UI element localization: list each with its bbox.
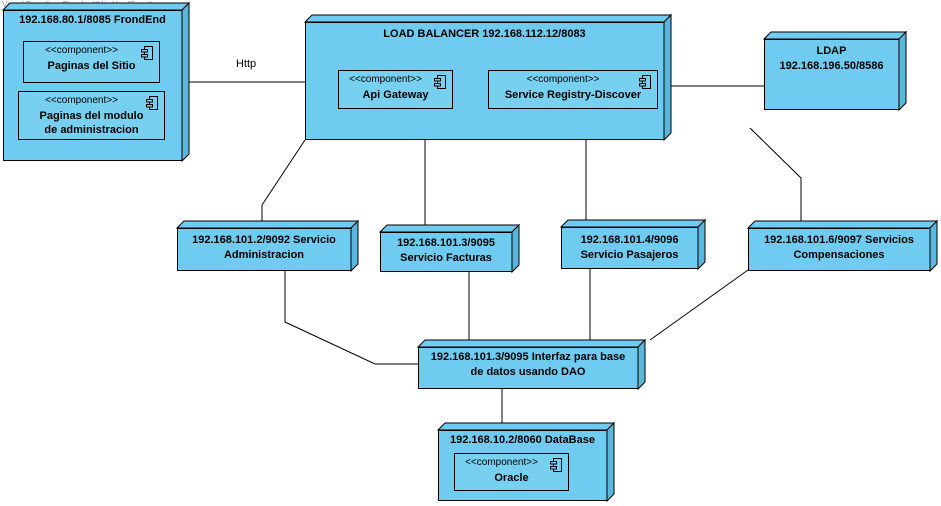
component-name: Service Registry-Discover — [504, 89, 642, 101]
node-box-shape — [175, 219, 360, 273]
node-box-top — [175, 220, 360, 229]
node-ldap-title: LDAP 192.168.196.50/8586 — [779, 45, 884, 72]
node-box-side — [606, 421, 615, 503]
component-oracle[interactable]: <<component>> Oracle — [454, 453, 569, 491]
component-symbol-icon — [146, 96, 158, 110]
component-icon — [550, 458, 562, 477]
component-name: Paginas del modulo de administracion — [39, 110, 144, 136]
component-stereotype: <<component>> — [349, 74, 422, 85]
node-frontend-title: 192.168.80.1/8085 FrondEnd — [19, 14, 166, 26]
node-admin[interactable]: 192.168.101.2/9092 Servicio Administraci… — [175, 219, 360, 273]
node-dao-title: 192.168.101.3/9095 Interfaz para base de… — [430, 351, 626, 378]
edge-loadbalancer-compensaciones — [749, 127, 802, 221]
node-box-side — [637, 338, 646, 391]
edge-admin-dao — [284, 270, 418, 365]
node-frontend[interactable]: 192.168.80.1/8085 FrondEnd <<component>>… — [1, 1, 191, 163]
node-box-shape — [378, 223, 521, 274]
node-box-side — [697, 218, 706, 271]
component-service-registry[interactable]: <<component>> Service Registry-Discover — [488, 70, 658, 109]
component-icon — [639, 75, 651, 94]
component-symbol-icon — [434, 75, 446, 89]
component-name: Paginas del Sitio — [47, 60, 136, 72]
component-icon — [146, 96, 158, 115]
node-box-front — [561, 227, 699, 269]
component-api-gateway[interactable]: <<component>> Api Gateway — [338, 70, 453, 109]
node-box-side — [181, 1, 190, 163]
node-pasajeros-title: 192.168.101.4/9096 Servicio Pasajeros — [580, 234, 679, 261]
edge-loadbalancer-admin — [261, 139, 306, 221]
node-box-front — [748, 228, 931, 271]
node-loadbalancer[interactable]: LOAD BALANCER 192.168.112.12/8083 <<comp… — [303, 13, 673, 142]
node-facturas[interactable]: 192.168.101.3/9095 Servicio Facturas — [378, 223, 521, 274]
component-paginas-sitio[interactable]: <<component>> Paginas del Sitio — [23, 41, 160, 83]
component-stereotype: <<component>> — [465, 457, 538, 468]
component-name: Api Gateway — [362, 89, 429, 101]
http-label: Http — [236, 58, 257, 70]
edge-compensaciones-dao — [649, 269, 749, 341]
node-box-top — [378, 224, 521, 233]
node-box-front — [380, 232, 513, 272]
node-box-top — [436, 422, 616, 431]
component-icon — [434, 75, 446, 94]
component-stereotype: <<component>> — [526, 74, 600, 85]
node-box-shape — [762, 30, 908, 112]
node-box-side — [511, 223, 520, 274]
component-icon — [141, 46, 153, 65]
node-box-top — [559, 219, 707, 228]
node-box-front — [177, 228, 352, 271]
component-name: Oracle — [494, 472, 529, 484]
node-admin-title: 192.168.101.2/9092 Servicio Administraci… — [192, 234, 336, 261]
node-box-front — [418, 347, 639, 389]
node-dao[interactable]: 192.168.101.3/9095 Interfaz para base de… — [416, 338, 647, 391]
node-box-shape — [559, 218, 707, 271]
node-box-shape — [416, 338, 647, 391]
component-paginas-admin[interactable]: <<component>> Paginas del modulo de admi… — [18, 91, 165, 140]
node-ldap[interactable]: LDAP 192.168.196.50/8586 — [762, 30, 908, 112]
node-facturas-title: 192.168.101.3/9095 Servicio Facturas — [397, 237, 495, 264]
node-database[interactable]: 192.168.10.2/8060 DataBase <<component>>… — [436, 421, 616, 503]
node-pasajeros[interactable]: 192.168.101.4/9096 Servicio Pasajeros — [559, 218, 707, 271]
node-box-side — [350, 219, 359, 273]
node-compensaciones[interactable]: 192.168.101.6/9097 Servicios Compensacio… — [746, 219, 939, 273]
component-symbol-icon — [141, 46, 153, 60]
node-database-title: 192.168.10.2/8060 DataBase — [450, 434, 595, 446]
node-box-side — [663, 13, 672, 142]
node-box-top — [303, 14, 673, 23]
node-box-top — [762, 31, 908, 40]
node-box-top — [746, 220, 939, 229]
component-stereotype: <<component>> — [45, 45, 118, 56]
node-loadbalancer-title: LOAD BALANCER 192.168.112.12/8083 — [383, 28, 586, 40]
node-box-shape — [746, 219, 939, 273]
node-box-top — [416, 339, 647, 348]
node-box-top — [1, 2, 191, 11]
component-stereotype: <<component>> — [45, 95, 118, 106]
component-symbol-icon — [639, 75, 651, 89]
component-symbol-icon — [550, 458, 562, 472]
node-box-front — [764, 39, 900, 110]
node-box-side — [898, 30, 907, 112]
node-compensaciones-title: 192.168.101.6/9097 Servicios Compensacio… — [764, 234, 914, 261]
node-box-side — [929, 219, 938, 273]
